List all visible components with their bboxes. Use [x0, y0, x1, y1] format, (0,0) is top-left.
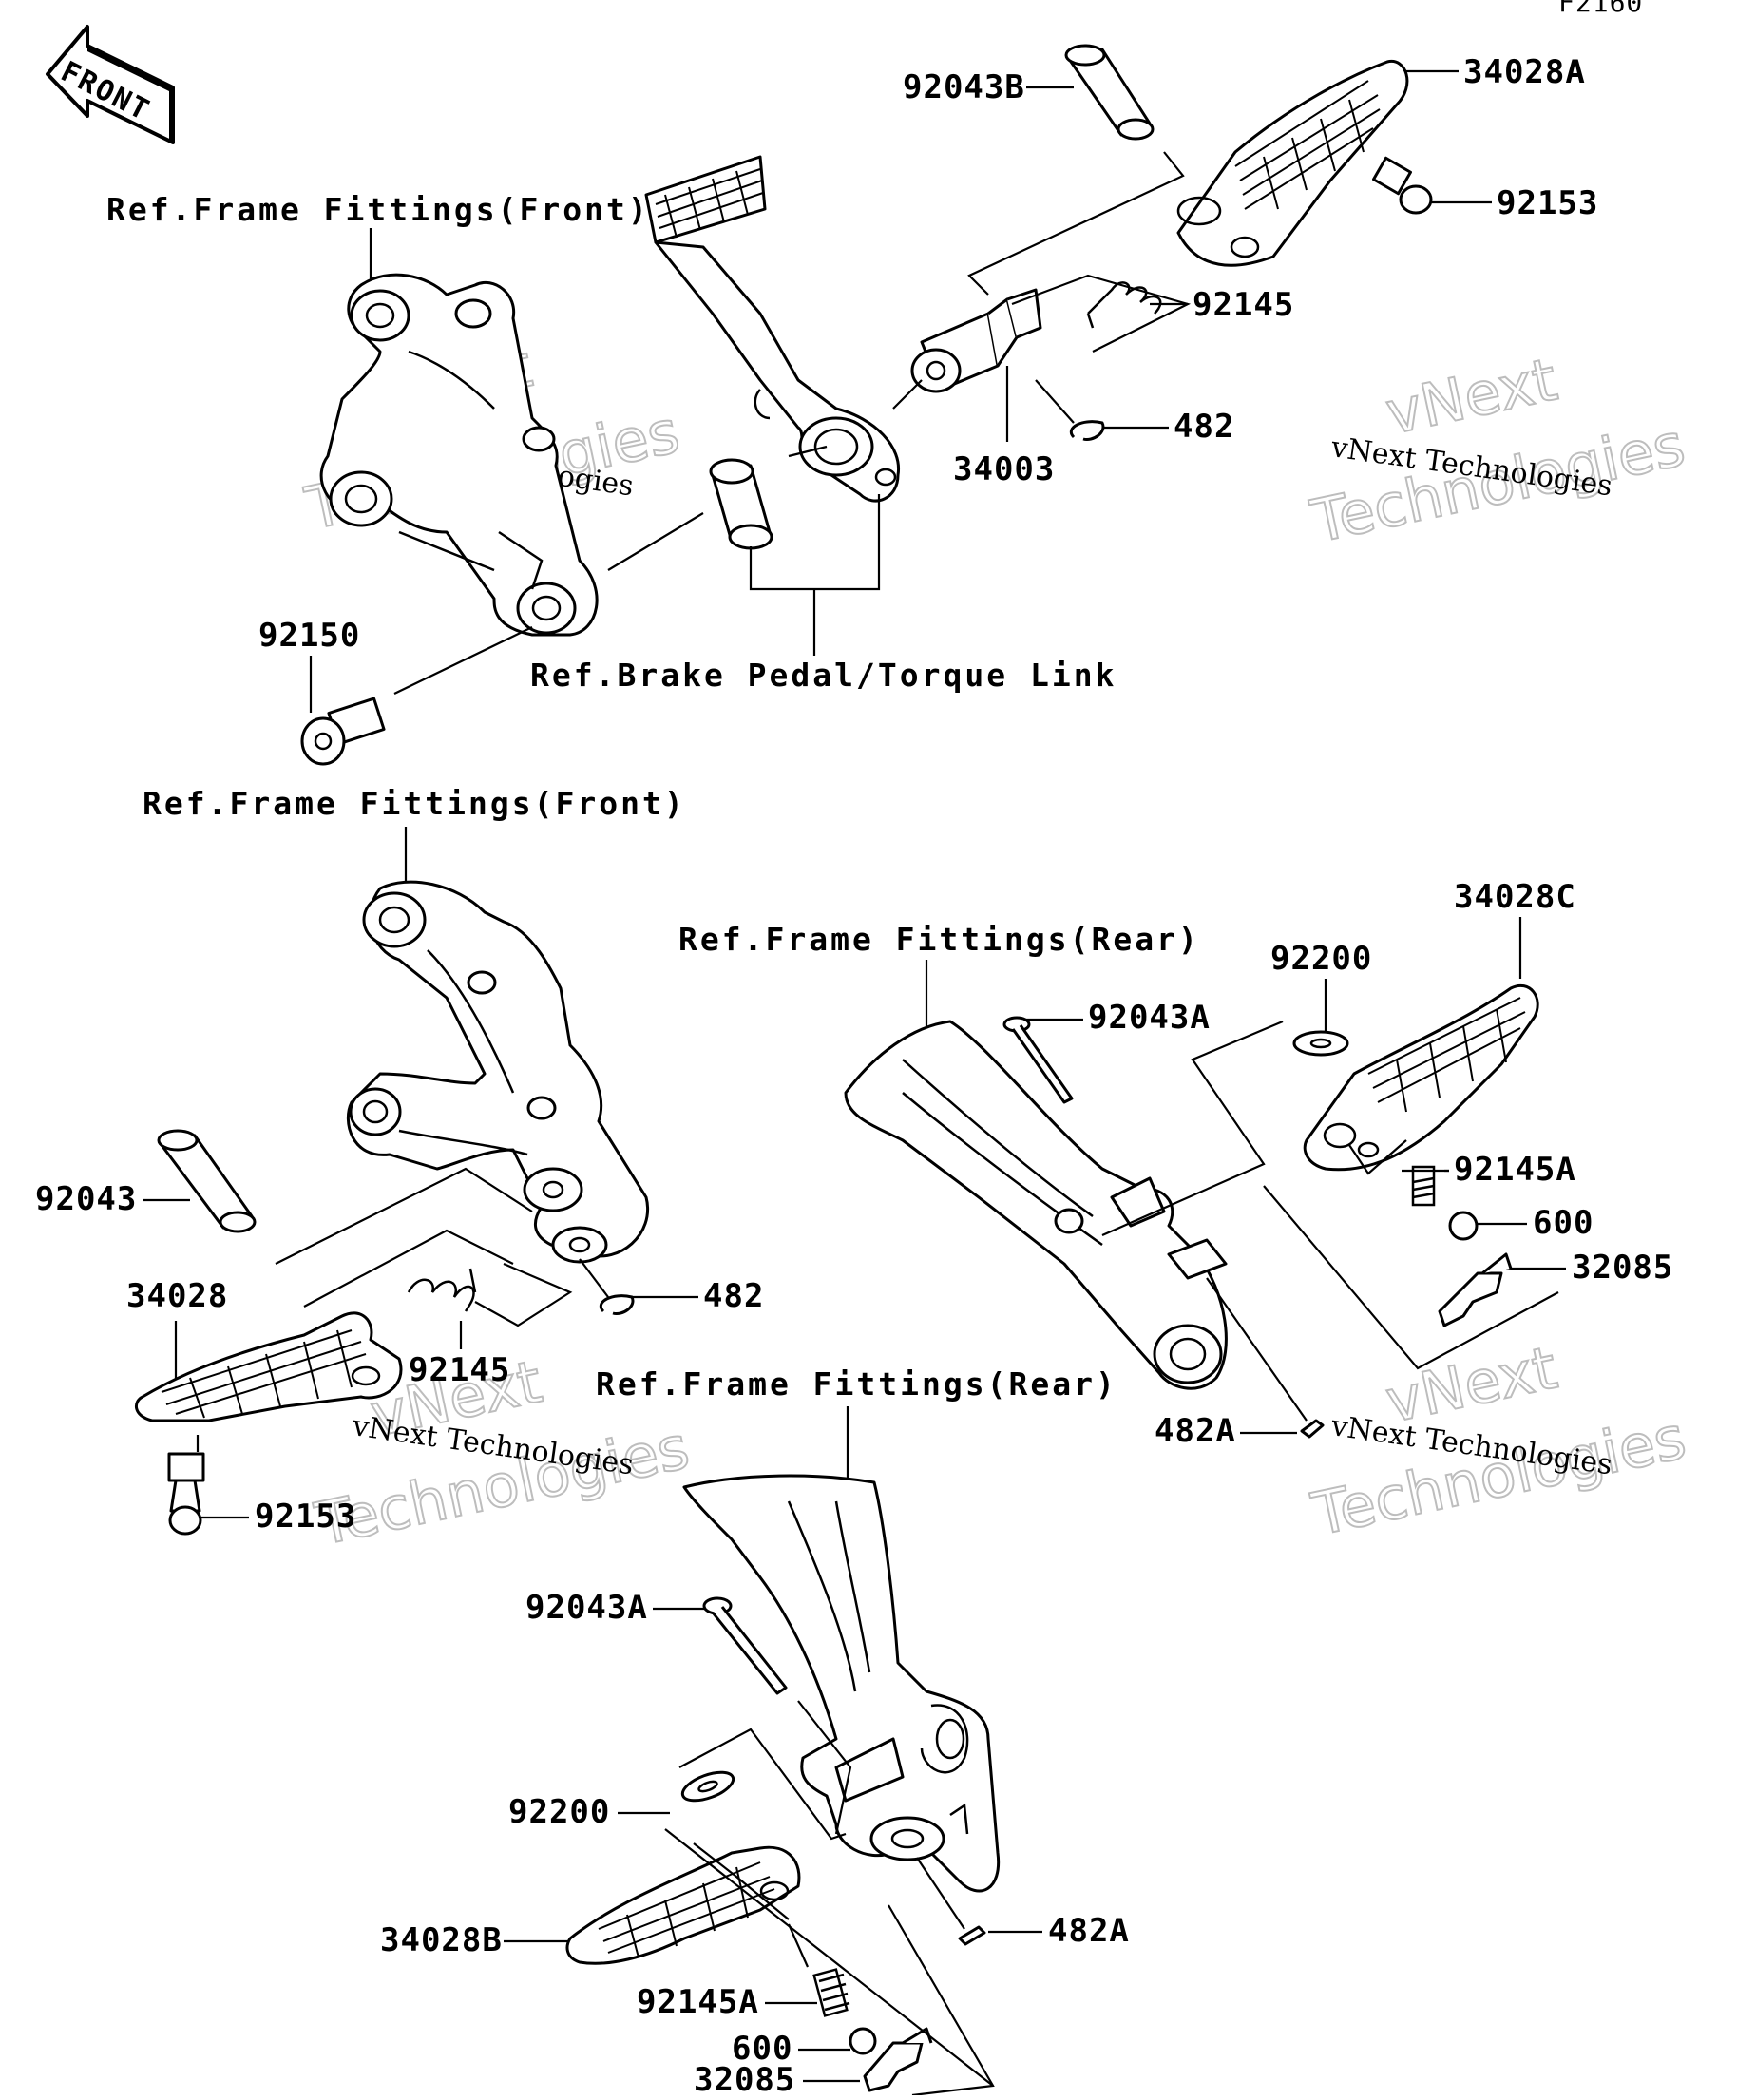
part-label-92145A-lower[interactable]: 92145A — [637, 1983, 759, 2021]
part-label-482A-lower[interactable]: 482A — [1048, 1912, 1130, 1950]
part-label-92145A-upper[interactable]: 92145A — [1454, 1151, 1576, 1189]
circlip-482A-upper — [1300, 1419, 1325, 1439]
svg-text:vNext: vNext — [1380, 344, 1562, 448]
rear-frame-bracket-upper — [844, 1020, 1228, 1390]
circlip-482A-lower — [958, 1925, 986, 1946]
part-label-92200-upper[interactable]: 92200 — [1270, 940, 1372, 978]
footpeg-34028C — [1303, 983, 1539, 1172]
brake-pedal — [644, 155, 901, 503]
spring-92145A-lower — [812, 1968, 850, 2017]
part-label-34003[interactable]: 34003 — [953, 450, 1055, 488]
front-arrow-icon: FRONT — [46, 25, 175, 144]
stopper-bolt-92153-top — [1372, 156, 1433, 215]
part-label-32085-lower[interactable]: 32085 — [694, 2061, 795, 2099]
part-label-92145-mid[interactable]: 92145 — [409, 1351, 510, 1389]
ball-600-lower — [849, 2027, 877, 2055]
bolt-92150 — [300, 697, 386, 766]
spring-92145-top — [1086, 281, 1162, 329]
part-label-600-upper[interactable]: 600 — [1533, 1204, 1594, 1242]
rear-frame-bracket-lower — [682, 1474, 1001, 1893]
ref-frame-fittings-front-upper: Ref.Frame Fittings(Front) — [106, 191, 650, 228]
washer-92200-upper — [1292, 1030, 1349, 1057]
pin-92043A-upper — [1002, 1016, 1074, 1104]
pin-92043 — [157, 1129, 257, 1233]
pin-92043B — [1064, 44, 1155, 141]
detent-32085-upper — [1438, 1252, 1513, 1327]
part-label-92200-lower[interactable]: 92200 — [508, 1793, 610, 1831]
frame-bracket-upper — [319, 273, 599, 637]
spring-92145-mid — [407, 1268, 477, 1312]
footpeg-34028A — [1176, 60, 1409, 267]
circlip-482-mid — [600, 1294, 635, 1316]
ref-frame-fittings-front-lower: Ref.Frame Fittings(Front) — [143, 785, 686, 822]
pivot-34003 — [910, 288, 1042, 393]
pin-92043A-lower — [702, 1596, 788, 1695]
part-label-34028[interactable]: 34028 — [126, 1277, 228, 1315]
part-label-92150[interactable]: 92150 — [258, 617, 360, 655]
part-label-482A-upper[interactable]: 482A — [1155, 1412, 1236, 1450]
part-label-600-lower[interactable]: 600 — [732, 2030, 792, 2068]
part-label-34028A[interactable]: 34028A — [1463, 53, 1586, 91]
spring-92145A-upper — [1411, 1165, 1436, 1207]
footpeg-34028 — [134, 1311, 403, 1422]
part-label-92145-top[interactable]: 92145 — [1193, 286, 1294, 324]
part-label-482-mid[interactable]: 482 — [703, 1277, 764, 1315]
frame-bracket-lower — [346, 880, 649, 1264]
part-label-92153-mid[interactable]: 92153 — [255, 1498, 356, 1536]
part-label-32085-upper[interactable]: 32085 — [1572, 1249, 1673, 1287]
ref-frame-fittings-rear-lower: Ref.Frame Fittings(Rear) — [596, 1365, 1117, 1403]
part-label-92043B[interactable]: 92043B — [903, 68, 1025, 106]
circlip-482-top — [1070, 420, 1105, 442]
brake-pedal-bushing — [709, 458, 773, 550]
figure-code: F2160 — [1558, 0, 1643, 18]
ref-brake-pedal-torque-link: Ref.Brake Pedal/Torque Link — [530, 657, 1117, 694]
part-label-34028C[interactable]: 34028C — [1454, 878, 1576, 916]
stopper-bolt-92153-mid — [167, 1452, 205, 1536]
washer-92200-lower — [680, 1770, 735, 1803]
part-label-92043A-lower[interactable]: 92043A — [525, 1589, 648, 1627]
ball-600-upper — [1448, 1211, 1479, 1241]
footpeg-34028B — [565, 1845, 801, 1965]
part-label-482-top[interactable]: 482 — [1174, 408, 1234, 446]
ref-frame-fittings-rear-upper: Ref.Frame Fittings(Rear) — [678, 921, 1200, 958]
part-label-92043A-upper[interactable]: 92043A — [1088, 999, 1211, 1037]
part-label-34028B[interactable]: 34028B — [380, 1921, 503, 1959]
part-label-92043[interactable]: 92043 — [35, 1180, 137, 1218]
part-label-92153-top[interactable]: 92153 — [1497, 184, 1598, 222]
